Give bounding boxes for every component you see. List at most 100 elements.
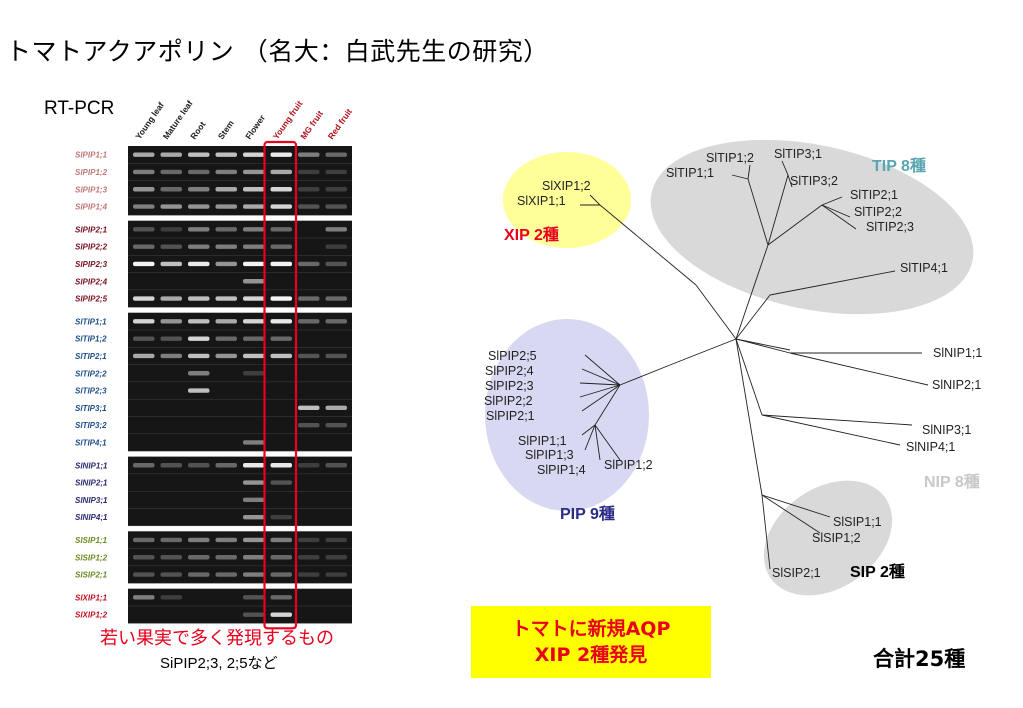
- pip-group-label: PIP 9種: [560, 504, 615, 523]
- gel-band: [160, 296, 182, 301]
- gene-label: SlTIP3;1: [75, 404, 107, 413]
- gel-band: [215, 187, 237, 192]
- gel-band: [325, 572, 347, 577]
- tree-branch: [767, 204, 823, 246]
- tree-branch: [735, 338, 791, 354]
- pip-leaf-label: SlPIP2;3: [485, 379, 534, 393]
- tip-leaf-label: SlTIP2;3: [866, 220, 914, 234]
- tree-branch: [735, 338, 763, 496]
- gel-band: [215, 555, 237, 560]
- gel-band: [270, 227, 292, 232]
- gene-label: SlXIP1;1: [75, 593, 108, 602]
- gene-label: SlPIP1;3: [75, 185, 108, 194]
- gel-band: [215, 537, 237, 543]
- gel-band: [160, 169, 182, 175]
- gel-band: [298, 555, 320, 560]
- gene-label: SlNIP4;1: [75, 513, 108, 522]
- gel-band: [133, 319, 155, 324]
- nip-leaf-label: SlNIP4;1: [906, 440, 955, 454]
- gel-band: [215, 227, 237, 232]
- gel-band: [298, 204, 320, 209]
- tree-branch: [695, 284, 737, 340]
- tree-branch: [761, 414, 901, 446]
- gene-label: SlPIP1;4: [75, 203, 108, 212]
- gel-band: [160, 227, 182, 232]
- example-genes-caption: SiPIP2;3, 2;5など: [160, 655, 278, 672]
- gene-label: SlXIP1;2: [75, 611, 108, 620]
- gel-band: [188, 336, 210, 341]
- gel-band: [243, 497, 265, 503]
- gel-band: [188, 244, 210, 249]
- gel-band: [243, 480, 265, 485]
- gel-band: [188, 261, 210, 267]
- gel-band: [270, 612, 292, 617]
- finding-line-1: トマトに新規AQP: [511, 618, 671, 640]
- gel-band: [133, 463, 155, 468]
- gel-band: [243, 227, 265, 232]
- gel-band: [298, 319, 320, 324]
- tree-branch: [781, 160, 789, 176]
- tree-branch: [761, 494, 771, 570]
- tissue-label: Root: [188, 119, 207, 141]
- tree-branch: [747, 164, 751, 180]
- gel-band: [243, 440, 265, 445]
- gel-band: [298, 572, 320, 577]
- gel-band: [160, 595, 182, 600]
- tree-branch: [581, 368, 621, 386]
- gel-band: [160, 319, 182, 324]
- tree-branch: [735, 294, 771, 340]
- gel-band: [243, 169, 265, 175]
- gel-band: [160, 555, 182, 560]
- gene-label: SlPIP1;1: [75, 151, 108, 160]
- tree-branch: [747, 178, 769, 246]
- gel-band: [188, 371, 210, 376]
- gene-label: SlNIP1;1: [75, 461, 108, 470]
- gel-band: [325, 204, 347, 209]
- gel-band: [243, 353, 265, 359]
- gel-band: [325, 319, 347, 324]
- gel-band: [270, 296, 292, 301]
- tree-branch: [821, 204, 851, 218]
- gel-band: [298, 187, 320, 192]
- tree-branch: [579, 384, 621, 398]
- gel-band: [270, 514, 292, 520]
- xip-ellipse: [503, 152, 631, 248]
- gene-label: SlTIP3;2: [75, 421, 107, 430]
- gel-band: [325, 296, 347, 301]
- gel-band: [243, 537, 265, 543]
- gel-band: [270, 187, 292, 192]
- nip-leaf-label: SlNIP3;1: [922, 423, 971, 437]
- gel-band: [133, 261, 155, 267]
- xip-leaf-label: SlXIP1;1: [517, 194, 566, 208]
- gel-band: [160, 537, 182, 543]
- gene-label: SlSIP1;1: [75, 536, 108, 545]
- tissue-label: Red fruit: [326, 107, 354, 141]
- gel-band: [133, 555, 155, 560]
- gel-band: [298, 405, 320, 411]
- gene-label: SlTIP2;2: [75, 369, 107, 378]
- nip-group-label: NIP 8種: [924, 472, 980, 491]
- gel-band: [215, 336, 237, 341]
- gel-band: [243, 463, 265, 468]
- gel-band: [270, 572, 292, 577]
- gene-label: SlNIP3;1: [75, 496, 108, 505]
- gel-band: [298, 463, 320, 468]
- nip-leaf-label: SlNIP2;1: [932, 378, 981, 392]
- gel-band: [160, 353, 182, 359]
- gel-band: [133, 353, 155, 359]
- gel-band: [133, 152, 155, 157]
- gel-band: [243, 187, 265, 192]
- gel-band: [298, 169, 320, 175]
- gel-band: [160, 336, 182, 341]
- sip-leaf-label: SlSIP1;1: [833, 515, 882, 529]
- gene-label: SlPIP2;2: [75, 243, 108, 252]
- gene-label: SlPIP2;4: [75, 277, 108, 286]
- tissue-label: Stem: [216, 118, 236, 141]
- gel-band: [215, 463, 237, 468]
- tree-branch: [821, 204, 857, 230]
- tree-branch: [735, 244, 769, 340]
- tip-leaf-label: SlTIP1;1: [666, 166, 714, 180]
- tree-branch: [584, 354, 621, 386]
- slide-title: トマトアクアポリン （名大：白武先生の研究）: [6, 37, 549, 66]
